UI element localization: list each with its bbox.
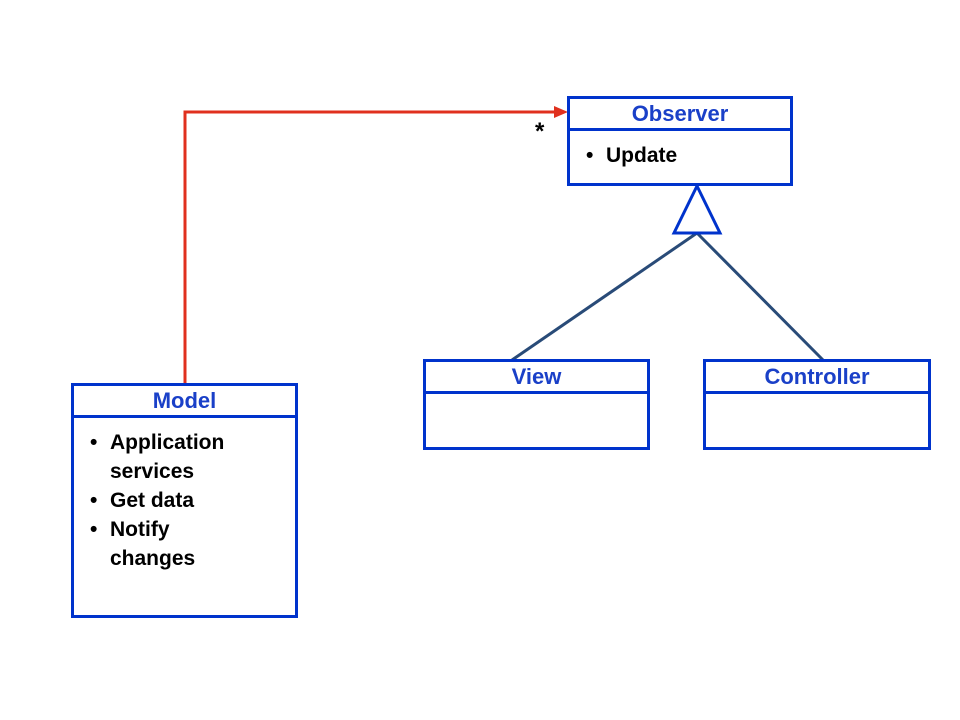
controller-class-operations bbox=[706, 394, 928, 404]
association-arrowhead bbox=[554, 106, 568, 118]
controller-class-name: Controller bbox=[706, 362, 928, 394]
generalization-line-view bbox=[511, 231, 698, 362]
observer-class-name: Observer bbox=[570, 99, 790, 131]
controller-class: Controller bbox=[703, 359, 931, 450]
view-class-name: View bbox=[426, 362, 647, 394]
model-operation: Application services bbox=[88, 428, 248, 486]
association-line bbox=[183, 110, 556, 383]
view-class-operations bbox=[426, 394, 647, 404]
association-multiplicity: * bbox=[535, 118, 545, 145]
observer-class: Observer Update bbox=[567, 96, 793, 186]
generalization-triangle bbox=[671, 182, 723, 235]
generalization-line-controller bbox=[695, 231, 825, 362]
observer-operation: Update bbox=[584, 141, 782, 170]
model-operation: Notify changes bbox=[88, 515, 248, 573]
model-class-name: Model bbox=[74, 386, 295, 418]
view-class: View bbox=[423, 359, 650, 450]
model-class-operations: Application services Get data Notify cha… bbox=[74, 418, 256, 573]
model-class: Model Application services Get data Noti… bbox=[71, 383, 298, 618]
model-operation: Get data bbox=[88, 486, 248, 515]
observer-class-operations: Update bbox=[570, 131, 790, 170]
